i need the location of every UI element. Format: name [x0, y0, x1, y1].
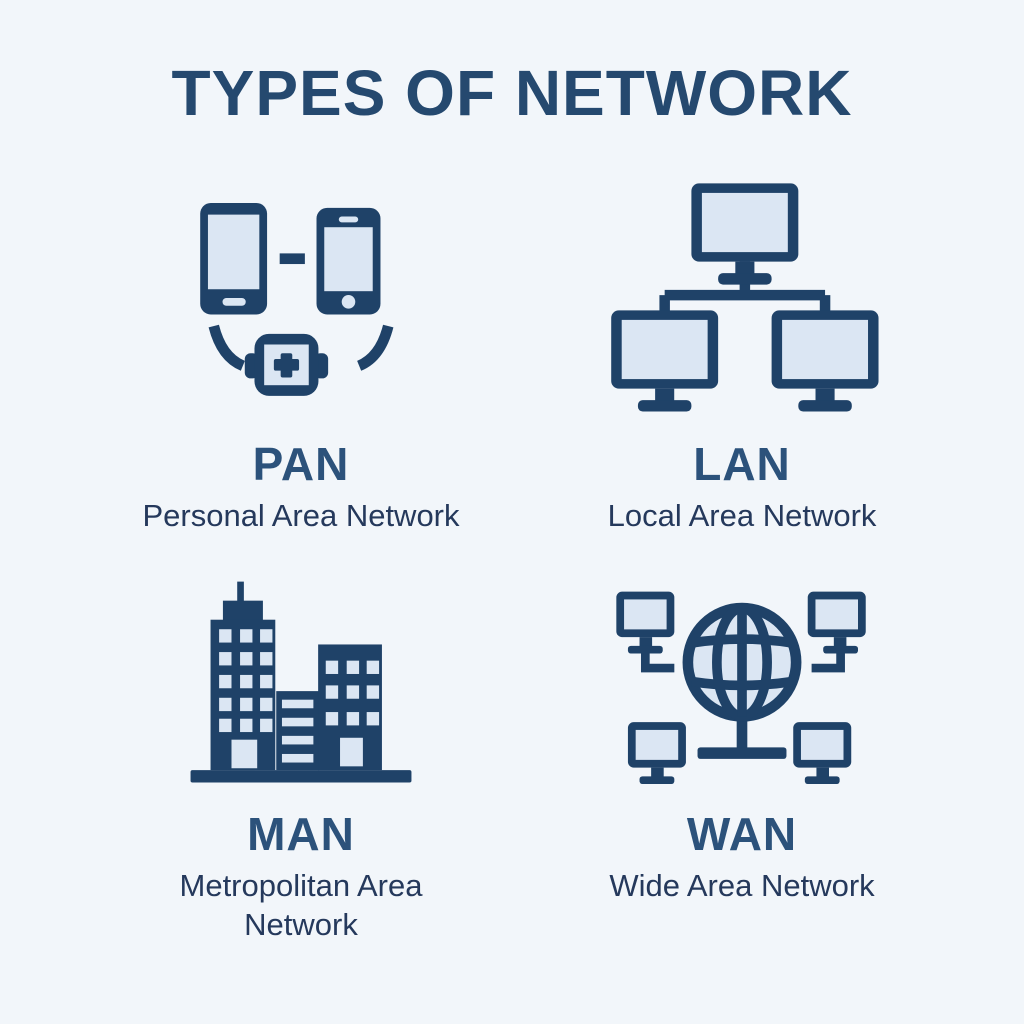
pan-acronym: PAN: [252, 438, 350, 490]
lan-acronym: LAN: [693, 438, 791, 490]
pan-icon-wrap: [175, 168, 427, 423]
globe-icon: [682, 603, 802, 760]
lan-icon-wrap: [594, 168, 890, 423]
wan-full-name: Wide Area Network: [609, 868, 875, 904]
network-grid: PAN Personal Area Network: [0, 168, 1024, 944]
wan-globe-icon: [616, 592, 866, 785]
ground-bar-icon: [190, 770, 412, 783]
terminal-top-right-icon: [807, 592, 866, 654]
wan-link-left-icon: [640, 653, 675, 673]
wan-icon-wrap: [597, 563, 887, 793]
pan-devices-icon: [200, 202, 394, 396]
monitor-left-icon: [611, 310, 719, 412]
building-middle-icon: [276, 691, 320, 771]
card-pan: PAN Personal Area Network: [45, 168, 557, 535]
terminal-bottom-left-icon: [627, 722, 686, 785]
monitor-right-icon: [771, 310, 879, 412]
lan-computers-icon: [611, 183, 879, 412]
lan-full-name: Local Area Network: [607, 498, 877, 533]
wan-acronym: WAN: [686, 808, 798, 861]
wearable-icon: [244, 333, 329, 396]
man-buildings-icon: [190, 582, 412, 783]
terminal-bottom-right-icon: [793, 722, 852, 785]
card-man: MAN Metropolitan Area Network: [45, 563, 557, 944]
building-right-icon: [318, 644, 382, 771]
card-wan: WAN Wide Area Network: [486, 563, 998, 944]
man-acronym: MAN: [247, 808, 355, 861]
man-icon-wrap: [177, 563, 425, 793]
man-full-name: Metropolitan Area Network: [179, 868, 423, 942]
terminal-top-left-icon: [616, 592, 675, 654]
wan-link-right-icon: [811, 653, 845, 673]
building-left-icon: [210, 582, 276, 771]
card-lan: LAN Local Area Network: [486, 168, 998, 535]
link-dash-icon: [279, 253, 305, 265]
pan-full-name: Personal Area Network: [142, 498, 460, 533]
page-title: TYPES OF NETWORK: [171, 57, 853, 129]
monitor-top-icon: [691, 183, 799, 285]
